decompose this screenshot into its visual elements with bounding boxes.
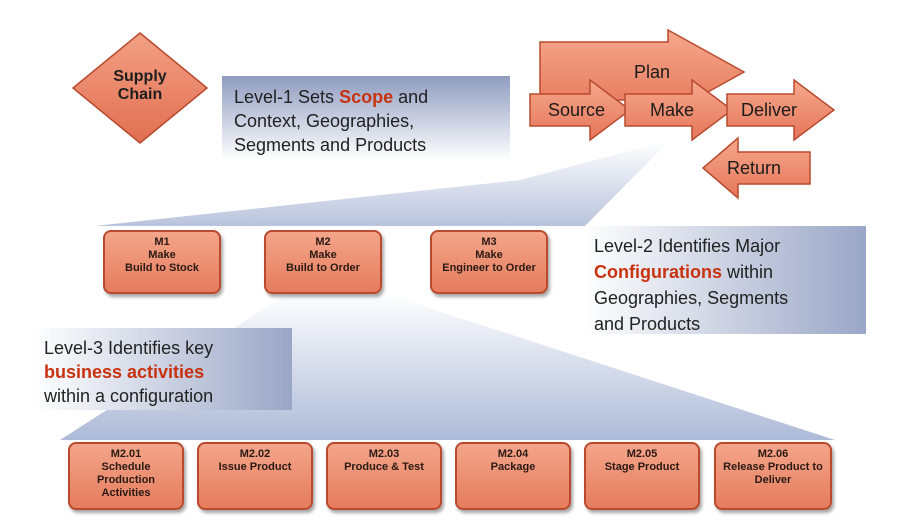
config-box-m3: M3 Make Engineer to Order [430,230,548,294]
deliver-arrow [726,78,836,142]
activity-box-m2-01: M2.01 Schedule Production Activities [68,442,184,510]
return-arrow [701,136,811,200]
activity-box-m2-06: M2.06 Release Product to Deliver [714,442,832,510]
deliver-label: Deliver [741,100,798,120]
source-arrow [529,78,632,142]
supply-chain-label: Supply Chain [113,68,167,103]
plan-label: Plan [634,62,671,82]
config-box-m2: M2 Make Build to Order [264,230,382,294]
activity-box-m2-03: M2.03 Produce & Test [326,442,442,510]
config-box-m1: M1 Make Build to Stock [103,230,221,294]
level1-panel [222,76,510,160]
activity-box-m2-04: M2.04 Package [455,442,571,510]
return-label: Return [727,158,782,178]
make-arrow [624,78,734,142]
activity-box-m2-02: M2.02 Issue Product [197,442,313,510]
level3-note: Level-3 Identifies key business activiti… [44,338,214,406]
level3-panel [34,328,292,410]
activity-box-m2-05: M2.05 Stage Product [584,442,700,510]
funnel-level1 [95,140,670,226]
level2-panel [583,226,866,334]
supply-chain-diamond [71,32,209,144]
level2-note: Level-2 Identifies Major Configurations … [594,236,789,334]
make-label: Make [650,100,695,120]
source-label: Source [548,100,606,120]
level1-note: Level-1 Sets Scope and Context, Geograph… [234,87,429,155]
